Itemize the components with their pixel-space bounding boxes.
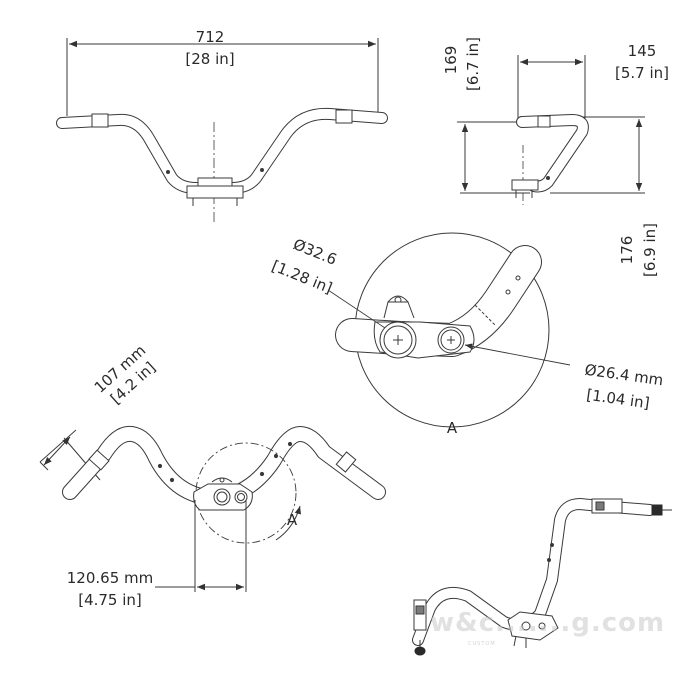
- watermark: w&c.......g.com: [430, 608, 666, 638]
- detail-a-view: [327, 232, 571, 428]
- side-pullback-inch-label: [5.7 in]: [614, 64, 669, 82]
- watermark-subtext: CUSTOM: [468, 641, 496, 647]
- grip-length-dimension-line: [43, 436, 71, 466]
- top-view: [39, 425, 386, 592]
- side-height-mm-label: 169: [442, 45, 460, 75]
- side-rise-mm-label: 176: [618, 235, 636, 265]
- clamp-spacing-inch-label: [4.75 in]: [78, 591, 142, 609]
- isometric-view: [412, 498, 672, 656]
- front-width-inch-label: [28 in]: [185, 50, 235, 68]
- clamp-spacing-mm-label: 120.65 mm: [66, 569, 154, 587]
- front-view: [56, 38, 388, 222]
- side-height-inch-label: [6.7 in]: [464, 37, 482, 92]
- side-view: [457, 55, 645, 205]
- front-width-mm-label: 712: [195, 28, 225, 46]
- detail-callout-label: A: [286, 511, 298, 529]
- side-rise-inch-label: [6.9 in]: [641, 223, 659, 278]
- side-pullback-mm-label: 145: [627, 42, 657, 60]
- bar-diameter-leader: [464, 343, 571, 366]
- detail-a-label: A: [446, 419, 458, 437]
